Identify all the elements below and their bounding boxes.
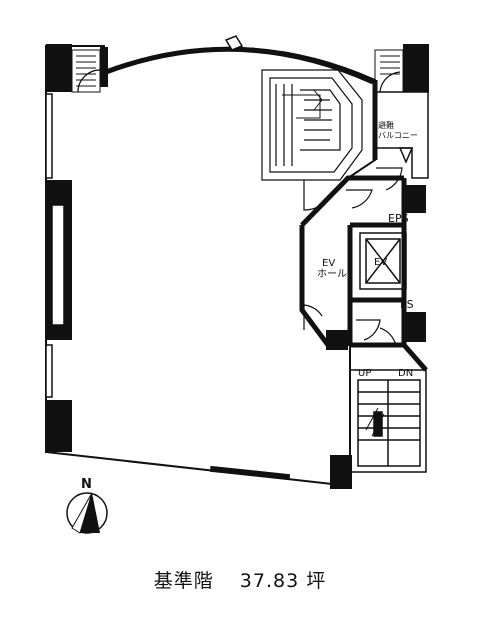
balcony-label-2: バルコニー (378, 131, 418, 140)
floor-plan: 避難 バルコニー EV EPS PS EV ホール (45, 35, 429, 534)
ps-label: PS (400, 298, 414, 311)
west-windows (45, 93, 65, 398)
eps-label: EPS (388, 212, 409, 225)
door-swings (77, 69, 403, 347)
balcony (375, 91, 429, 179)
lower-stair (350, 369, 427, 473)
facade-window-mark (224, 35, 244, 51)
ev-hall-label: EV (322, 258, 335, 269)
dn-label: DN (398, 368, 413, 379)
walls (46, 44, 429, 489)
ev-hall-label-2: ホール (317, 268, 347, 280)
north-facade (105, 46, 375, 85)
north-label: N (81, 477, 92, 492)
up-label: UP (358, 368, 371, 379)
floor-area-label: 37.83 坪 (239, 570, 327, 592)
floor-caption: 基準階 37.83 坪 (0, 566, 480, 593)
core-walls (299, 80, 428, 372)
balcony-label: 避難 (378, 120, 394, 130)
floor-type-label: 基準階 (153, 570, 214, 592)
north-compass: N (66, 477, 108, 534)
ev-shaft (359, 232, 407, 290)
ev-label: EV (374, 257, 387, 268)
main-stair (261, 69, 363, 181)
